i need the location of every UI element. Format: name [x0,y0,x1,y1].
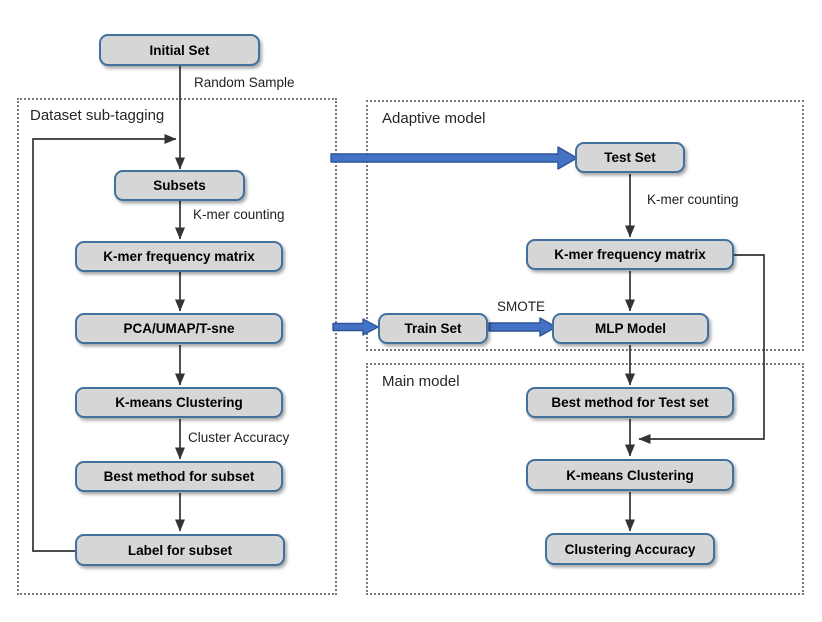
group-adaptive-model-label: Adaptive model [382,110,486,127]
edge-label-random-sample: Random Sample [194,75,295,90]
node-best-method-for-subset: Best method for subset [75,461,283,492]
arrow-pca-to-train-set [332,318,379,336]
group-main-model: Main model [366,363,804,595]
arrow-subsets-to-test-set [330,146,578,170]
node-train-set: Train Set [378,313,488,344]
node-kmeans-clustering-right: K-means Clustering [526,459,734,491]
node-best-method-for-test-set: Best method for Test set [526,387,734,418]
edge-label-kmer-counting-left: K-mer counting [193,207,285,222]
edge-label-smote: SMOTE [497,299,546,314]
node-mlp-model: MLP Model [552,313,709,344]
arrow-train-set-to-mlp [488,317,557,337]
node-initial-set: Initial Set [99,34,260,66]
node-kmer-frequency-matrix-left: K-mer frequency matrix [75,241,283,272]
edge-label-kmer-counting-right: K-mer counting [647,192,739,207]
node-pca-umap-tsne: PCA/UMAP/T-sne [75,313,283,344]
node-test-set: Test Set [575,142,685,173]
node-label-for-subset: Label for subset [75,534,285,566]
group-dataset-sub-tagging: Dataset sub-tagging [17,98,337,595]
group-adaptive-model: Adaptive model [366,100,804,351]
node-subsets: Subsets [114,170,245,201]
edge-label-cluster-accuracy: Cluster Accuracy [188,430,290,445]
edge-kmer-matrix-feedback-loop [638,254,765,444]
edge-label-for-subset-loop [32,134,177,552]
node-kmer-frequency-matrix-right: K-mer frequency matrix [526,239,734,270]
node-clustering-accuracy: Clustering Accuracy [545,533,715,565]
group-dataset-sub-tagging-label: Dataset sub-tagging [30,107,165,124]
group-main-model-label: Main model [382,373,460,390]
node-kmeans-clustering-left: K-means Clustering [75,387,283,418]
